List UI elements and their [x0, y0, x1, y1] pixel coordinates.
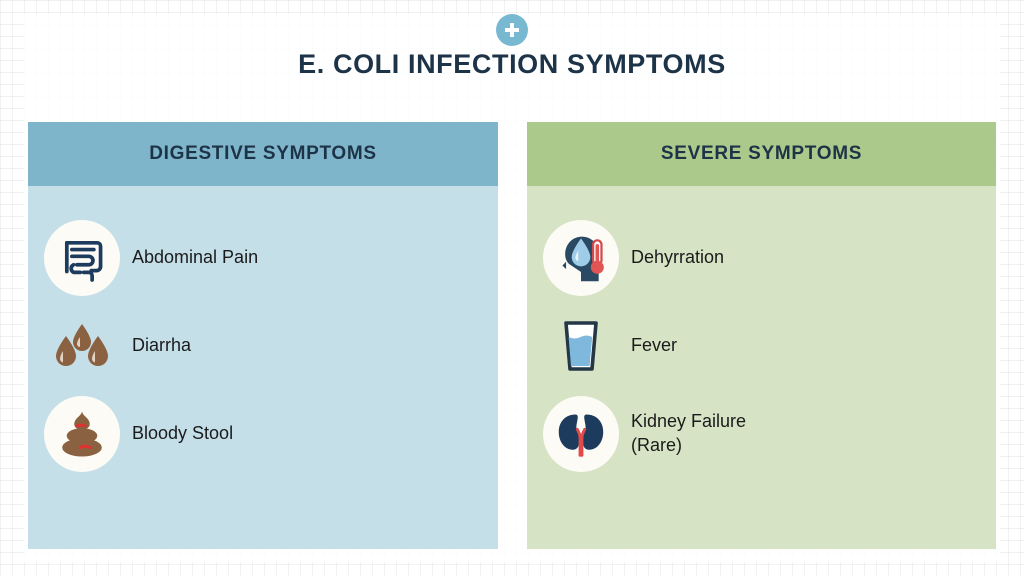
- kidneys-icon: [543, 396, 619, 472]
- water-glass-icon: [543, 308, 619, 384]
- symptom-icon-slot: [32, 220, 132, 296]
- list-item: Kidney Failure (Rare): [527, 390, 996, 478]
- panel-severe-symptoms: SEVERE SYMPTOMS: [527, 122, 996, 549]
- symptom-label: Dehyrration: [631, 247, 725, 268]
- bloody-stool-icon: [44, 396, 120, 472]
- symptom-icon-slot: [531, 396, 631, 472]
- symptom-label: Kidney Failure (Rare): [631, 411, 747, 455]
- symptom-icon-slot: [32, 308, 132, 384]
- panel-heading-digestive: DIGESTIVE SYMPTOMS: [28, 122, 498, 186]
- symptom-label: Diarrha: [132, 335, 192, 356]
- medical-cross-icon: [496, 14, 528, 46]
- symptom-label: Fever: [631, 335, 678, 356]
- list-item: Bloody Stool: [28, 390, 498, 478]
- panel-body-digestive: Abdominal Pain Diarrh: [28, 186, 498, 549]
- list-item: Diarrha: [28, 302, 498, 390]
- page-title: E. COLI INFECTION SYMPTOMS: [298, 49, 726, 79]
- droplets-icon: [44, 308, 120, 384]
- list-item: Dehyrration: [527, 214, 996, 302]
- list-item: Abdominal Pain: [28, 214, 498, 302]
- panel-digestive-symptoms: DIGESTIVE SYMPTOMS: [28, 122, 498, 549]
- symptom-label: Bloody Stool: [132, 423, 234, 444]
- dehydration-head-icon: [543, 220, 619, 296]
- panel-body-severe: Dehyrration Fever: [527, 186, 996, 549]
- symptom-icon-slot: [32, 396, 132, 472]
- panel-heading-severe: SEVERE SYMPTOMS: [527, 122, 996, 186]
- symptom-icon-slot: [531, 220, 631, 296]
- symptom-icon-slot: [531, 308, 631, 384]
- symptom-label: Abdominal Pain: [132, 247, 259, 268]
- list-item: Fever: [527, 302, 996, 390]
- intestine-icon: [44, 220, 120, 296]
